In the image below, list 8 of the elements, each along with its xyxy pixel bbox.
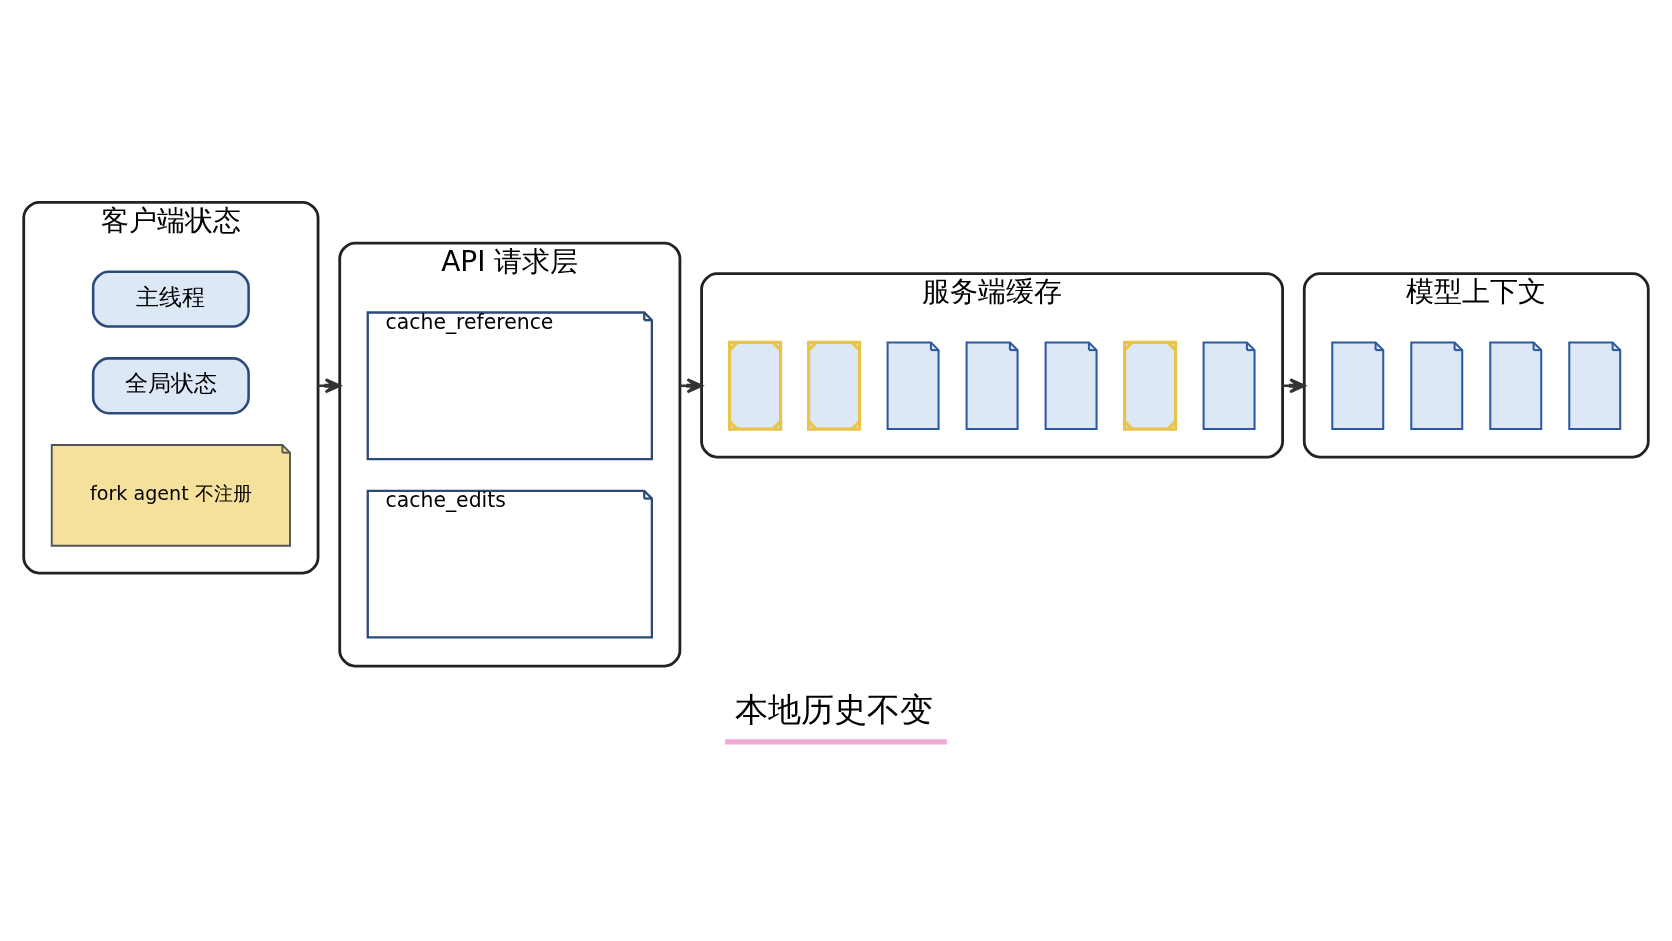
arrow [679,378,703,394]
caption: 本地历史不变 [735,690,934,730]
cluster: 模型上下文 [1302,272,1650,459]
arrow [318,378,341,394]
node-box: 主线程 [91,270,250,328]
node-box: 全局状态 [91,357,250,415]
cluster: 服务端缓存 [700,272,1284,459]
arrow [1282,378,1306,394]
